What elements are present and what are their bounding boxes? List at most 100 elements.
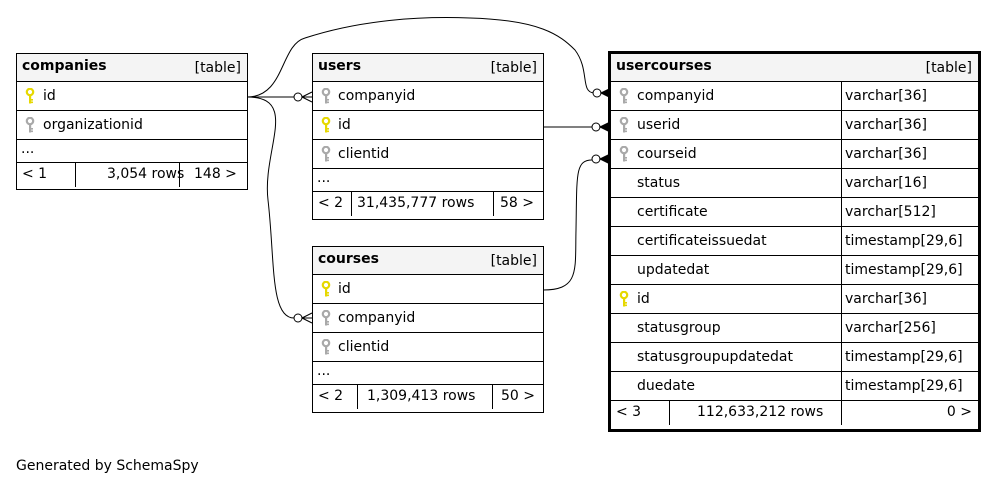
no-key-spacer: [619, 378, 629, 395]
column-row[interactable]: companyid: [313, 82, 543, 111]
foreign-key-icon: [25, 116, 35, 134]
row-count: 31,435,777 rows: [357, 195, 475, 211]
children-link[interactable]: 0 >: [946, 404, 972, 420]
column-name: id: [338, 117, 351, 133]
column-name: companyid: [637, 88, 715, 104]
column-type: timestamp[29,6]: [841, 343, 978, 371]
table-name: users: [318, 58, 362, 74]
column-row[interactable]: organizationid: [17, 111, 247, 140]
column-name: companyid: [338, 88, 416, 104]
children-link[interactable]: 58 >: [500, 195, 534, 211]
foreign-key-icon: [321, 145, 331, 163]
foreign-key-icon: [321, 309, 331, 327]
edge-end-circle: [293, 313, 303, 323]
edge-end-circle: [592, 88, 602, 98]
edge-end-circle: [591, 122, 601, 132]
primary-key-icon: [321, 116, 331, 134]
more-columns: ...: [313, 362, 543, 385]
column-name: userid: [637, 117, 681, 133]
table-header: courses [table]: [313, 247, 543, 275]
column-row[interactable]: certificateissuedat timestamp[29,6]: [611, 227, 978, 256]
table-kind: [table]: [490, 253, 537, 269]
column-name: certificateissuedat: [637, 233, 767, 249]
no-key-spacer: [619, 262, 629, 279]
column-type: varchar[512]: [841, 198, 978, 226]
column-name: clientid: [338, 339, 390, 355]
edge-companies-courses: [246, 96, 295, 319]
foreign-key-icon: [619, 145, 629, 163]
row-count: 1,309,413 rows: [367, 388, 476, 404]
foreign-key-icon: [321, 338, 331, 356]
primary-key-icon: [25, 87, 35, 105]
table-users[interactable]: users [table] companyid id clientid ... …: [312, 53, 544, 220]
column-row[interactable]: companyid varchar[36]: [611, 82, 978, 111]
column-name: statusgroup: [637, 320, 721, 336]
column-row[interactable]: updatedat timestamp[29,6]: [611, 256, 978, 285]
column-row[interactable]: id varchar[36]: [611, 285, 978, 314]
column-name: statusgroupupdatedat: [637, 349, 793, 365]
table-usercourses[interactable]: usercourses [table] companyid varchar[36]…: [608, 51, 981, 432]
children-link[interactable]: 148 >: [194, 166, 237, 182]
column-name: id: [43, 88, 56, 104]
column-type: timestamp[29,6]: [841, 256, 978, 284]
column-name: status: [637, 175, 681, 191]
table-companies[interactable]: companies [table] id organizationid ... …: [16, 53, 248, 190]
table-footer: < 2 31,435,777 rows 58 >: [313, 192, 543, 216]
parents-link[interactable]: < 2: [318, 388, 344, 404]
table-header: users [table]: [313, 54, 543, 82]
column-type: varchar[36]: [841, 285, 978, 313]
generator-caption: Generated by SchemaSpy: [16, 458, 199, 474]
table-name: usercourses: [616, 58, 712, 74]
column-type: varchar[36]: [841, 140, 978, 168]
parents-link[interactable]: < 2: [318, 195, 344, 211]
table-header: companies [table]: [17, 54, 247, 82]
no-key-spacer: [619, 233, 629, 250]
column-name: certificate: [637, 204, 708, 220]
column-row[interactable]: id: [17, 82, 247, 111]
foreign-key-icon: [619, 87, 629, 105]
crowfoot-marker: [301, 312, 313, 324]
table-name: courses: [318, 251, 379, 267]
children-link[interactable]: 50 >: [501, 388, 535, 404]
column-name: duedate: [637, 378, 695, 394]
more-columns: ...: [313, 169, 543, 192]
more-columns: ...: [17, 140, 247, 163]
column-row[interactable]: id: [313, 275, 543, 304]
column-row[interactable]: id: [313, 111, 543, 140]
table-header: usercourses [table]: [611, 54, 978, 82]
edge-end-circle: [591, 154, 601, 164]
no-key-spacer: [619, 204, 629, 221]
column-name: organizationid: [43, 117, 143, 133]
table-footer: < 3 112,633,212 rows 0 >: [611, 401, 978, 425]
column-type: varchar[256]: [841, 314, 978, 342]
edge-courses-usercourses: [542, 159, 593, 291]
column-type: timestamp[29,6]: [841, 227, 978, 255]
column-name: updatedat: [637, 262, 710, 278]
table-footer: < 1 3,054 rows 148 >: [17, 163, 247, 187]
column-row[interactable]: clientid: [313, 140, 543, 169]
column-name: id: [637, 291, 650, 307]
foreign-key-icon: [321, 87, 331, 105]
column-row[interactable]: duedate timestamp[29,6]: [611, 372, 978, 401]
column-row[interactable]: certificate varchar[512]: [611, 198, 978, 227]
row-count: 3,054 rows: [107, 166, 185, 182]
table-kind: [table]: [490, 60, 537, 76]
no-key-spacer: [619, 320, 629, 337]
column-type: timestamp[29,6]: [841, 372, 978, 400]
column-row[interactable]: companyid: [313, 304, 543, 333]
table-kind: [table]: [925, 60, 972, 76]
column-row[interactable]: statusgroup varchar[256]: [611, 314, 978, 343]
column-row[interactable]: clientid: [313, 333, 543, 362]
parents-link[interactable]: < 1: [22, 166, 48, 182]
crowfoot-marker: [301, 91, 313, 103]
column-row[interactable]: statusgroupupdatedat timestamp[29,6]: [611, 343, 978, 372]
no-key-spacer: [619, 349, 629, 366]
primary-key-icon: [619, 290, 629, 308]
table-courses[interactable]: courses [table] id companyid clientid ..…: [312, 246, 544, 413]
column-type: varchar[36]: [841, 82, 978, 110]
parents-link[interactable]: < 3: [616, 404, 642, 420]
